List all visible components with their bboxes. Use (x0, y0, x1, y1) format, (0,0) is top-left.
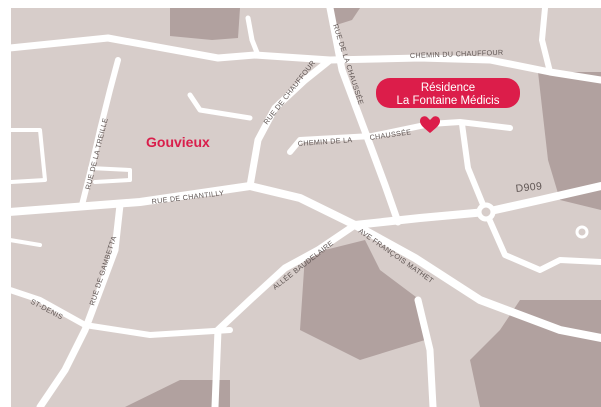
road-south (414, 296, 437, 407)
land-block (170, 8, 240, 40)
road-small (187, 92, 253, 121)
road-small (11, 238, 42, 247)
land-block (538, 72, 601, 210)
land-block (125, 380, 230, 407)
poi-name-line2: La Fontaine Médicis (397, 95, 500, 107)
road-north-east (539, 8, 553, 75)
road-east-loop (483, 209, 601, 273)
road-small (88, 166, 132, 184)
heart-marker-icon[interactable] (420, 116, 440, 133)
town-label: Gouvieux (146, 134, 210, 150)
poi-name-line1: Résidence (421, 82, 475, 94)
roads (11, 8, 601, 407)
map-canvas[interactable]: CHEMIN DU CHAUFFOUR RUE DE LA CHAUSSÉE R… (11, 8, 601, 407)
road-allee-baudelaire (211, 221, 359, 407)
road-small (11, 128, 47, 184)
land-blocks (125, 8, 601, 407)
roundabout-small (575, 225, 589, 239)
label-route-d909: D909 (515, 180, 543, 195)
road-lane (459, 121, 489, 215)
label-chemin-du-chauffour: CHEMIN DU CHAUFFOUR (410, 48, 504, 60)
land-block (332, 8, 360, 26)
road-rue-de-gambetta (36, 201, 124, 407)
map-frame[interactable]: CHEMIN DU CHAUFFOUR RUE DE LA CHAUSSÉE R… (11, 8, 601, 407)
poi-callout[interactable]: Résidence La Fontaine Médicis (376, 78, 520, 108)
roundabout (476, 202, 496, 222)
road-chemin-de-la-chaussee (287, 119, 513, 155)
road-rue-de-chauffour (246, 56, 334, 190)
poi-badge (376, 78, 520, 108)
road-small (245, 15, 261, 58)
road-rue-de-la-chaussee (326, 8, 402, 226)
land-block (300, 240, 425, 360)
road-st-denis (11, 287, 233, 338)
land-block (470, 300, 601, 407)
label-chemin-de-la: CHEMIN DE LA (298, 135, 353, 148)
road-rue-de-la-treille (79, 57, 121, 208)
